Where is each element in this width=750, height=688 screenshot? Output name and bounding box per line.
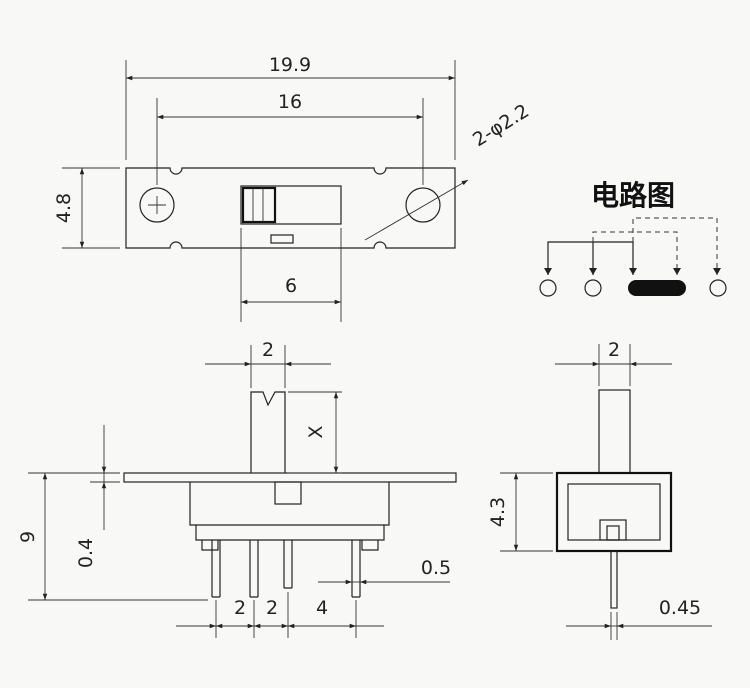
dim-height: 4.8 bbox=[53, 193, 75, 223]
front-actuator-base bbox=[274, 481, 302, 505]
side-pin bbox=[610, 550, 618, 609]
side-housing bbox=[555, 471, 673, 553]
front-lever bbox=[250, 391, 286, 473]
dim-lever-travel: X bbox=[305, 425, 327, 438]
side-view: 2 4.3 0.45 bbox=[487, 339, 712, 640]
dim-body-height: 4.3 bbox=[487, 497, 509, 527]
dim-pin-pitch-1: 2 bbox=[234, 597, 246, 619]
dim-holes: 2-φ2.2 bbox=[469, 100, 533, 151]
dim-hole-spacing: 16 bbox=[278, 91, 302, 113]
slot bbox=[240, 185, 342, 225]
dim-pin-width: 0.5 bbox=[421, 557, 451, 579]
pin-2 bbox=[249, 540, 259, 598]
dim-pin-thickness: 0.45 bbox=[659, 597, 701, 619]
actuator-ridges bbox=[252, 188, 264, 222]
side-contact-block bbox=[599, 519, 627, 541]
side-housing-inner bbox=[567, 483, 661, 541]
top-plate bbox=[125, 167, 456, 249]
dim-slot-width: 6 bbox=[285, 275, 297, 297]
hole-center-mark bbox=[148, 196, 166, 214]
front-housing bbox=[189, 482, 390, 541]
pin-1 bbox=[211, 540, 221, 598]
holes-leader bbox=[364, 179, 469, 241]
front-plate bbox=[123, 472, 457, 483]
terminal-2 bbox=[584, 279, 602, 297]
circuit-diagram: 电路图 bbox=[539, 179, 727, 297]
front-view: 2 X 9 0.4 0.5 2 2 4 bbox=[17, 339, 457, 638]
dim-total-height: 9 bbox=[17, 531, 39, 543]
circuit-title: 电路图 bbox=[591, 179, 675, 212]
slot-tab bbox=[270, 234, 294, 244]
pin-3 bbox=[283, 540, 293, 589]
terminal-4 bbox=[709, 279, 727, 297]
dim-pin-pitch-2: 2 bbox=[266, 597, 278, 619]
top-view: 19.9 16 4.8 6 2-φ2.2 bbox=[53, 54, 533, 322]
dim-lever-width-front: 2 bbox=[262, 339, 274, 361]
dim-lever-width-side: 2 bbox=[608, 339, 620, 361]
pin-4 bbox=[351, 540, 361, 598]
side-lever bbox=[598, 389, 631, 474]
dim-pin-pitch-3: 4 bbox=[316, 597, 328, 619]
terminal-1 bbox=[539, 279, 557, 297]
mounting-hole-left bbox=[139, 187, 175, 223]
mounting-hole-right bbox=[405, 187, 441, 223]
actuator bbox=[241, 186, 277, 224]
dim-overall-length: 19.9 bbox=[269, 54, 311, 76]
dim-plate-thickness: 0.4 bbox=[75, 538, 97, 568]
slider-contact bbox=[628, 280, 686, 296]
